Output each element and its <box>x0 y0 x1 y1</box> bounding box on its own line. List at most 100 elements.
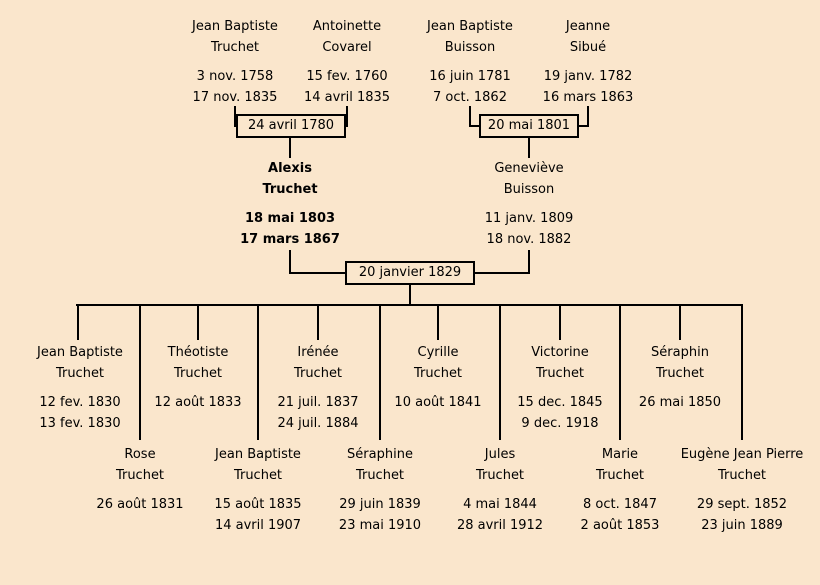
person-death-date: 28 avril 1912 <box>456 518 544 533</box>
person-surname: Sibué <box>569 40 607 55</box>
person-surname: Truchet <box>717 468 767 483</box>
sibling-rail <box>76 304 743 306</box>
child-drop-line <box>741 304 743 440</box>
person-given-name: Cyrille <box>417 345 459 360</box>
person-death-date: 23 mai 1910 <box>338 518 422 533</box>
person-birth-date: 29 juin 1839 <box>339 497 421 512</box>
person-rose-truchet[interactable]: Rose Truchet 26 août 1831 <box>65 444 215 515</box>
marriage-connector-line <box>587 106 589 127</box>
person-given-name: Jean Baptiste <box>427 19 513 34</box>
person-irenee-truchet[interactable]: Irénée Truchet 21 juil. 1837 24 juil. 18… <box>243 342 393 434</box>
person-given-name: Marie <box>601 447 639 462</box>
person-death-date: 7 oct. 1862 <box>433 90 507 105</box>
child-drop-line <box>559 304 561 340</box>
person-birth-date: 11 janv. 1809 <box>484 211 574 226</box>
person-birth-date: 12 fev. 1830 <box>39 395 121 410</box>
person-surname: Truchet <box>210 40 260 55</box>
person-surname: Truchet <box>262 182 318 197</box>
person-surname: Truchet <box>55 366 105 381</box>
person-seraphine-truchet[interactable]: Séraphine Truchet 29 juin 1839 23 mai 19… <box>305 444 455 536</box>
person-eugene-jean-pierre-truchet[interactable]: Eugène Jean Pierre Truchet 29 sept. 1852… <box>662 444 820 536</box>
person-birth-date: 4 mai 1844 <box>463 497 537 512</box>
marriage-connector-line <box>234 106 236 127</box>
person-surname: Covarel <box>322 40 372 55</box>
person-given-name: Eugène Jean Pierre <box>680 447 804 462</box>
person-given-name: Jean Baptiste <box>192 19 278 34</box>
person-surname: Truchet <box>535 366 585 381</box>
person-jean-baptiste-truchet-1830[interactable]: Jean Baptiste Truchet 12 fev. 1830 13 fe… <box>5 342 155 434</box>
child-drop-line <box>197 304 199 340</box>
marriage-connector-line <box>528 250 530 274</box>
person-given-name: Rose <box>124 447 156 462</box>
person-surname: Truchet <box>655 366 705 381</box>
person-surname: Truchet <box>475 468 525 483</box>
marriage-date-box[interactable]: 20 janvier 1829 <box>345 261 475 285</box>
person-seraphin-truchet[interactable]: Séraphin Truchet 26 mai 1850 <box>605 342 755 413</box>
marriage-date-box[interactable]: 20 mai 1801 <box>479 114 579 138</box>
child-drop-line <box>499 304 501 440</box>
child-drop-line <box>77 304 79 340</box>
person-birth-date: 26 août 1831 <box>96 497 184 512</box>
person-birth-date: 10 août 1841 <box>394 395 482 410</box>
person-surname: Truchet <box>413 366 463 381</box>
person-surname: Truchet <box>233 468 283 483</box>
person-death-date: 9 dec. 1918 <box>521 416 599 431</box>
person-surname: Buisson <box>444 40 496 55</box>
person-birth-date: 12 août 1833 <box>154 395 242 410</box>
descent-line <box>528 138 530 158</box>
person-genevieve-buisson[interactable]: Geneviève Buisson 11 janv. 1809 18 nov. … <box>454 158 604 250</box>
person-birth-date: 15 fev. 1760 <box>306 69 388 84</box>
person-death-date: 23 juin 1889 <box>701 518 783 533</box>
marriage-date: 20 janvier 1829 <box>358 265 462 280</box>
person-jeanne-sibue[interactable]: Jeanne Sibué 19 janv. 1782 16 mars 1863 <box>513 16 663 108</box>
person-marie-truchet[interactable]: Marie Truchet 8 oct. 1847 2 août 1853 <box>545 444 695 536</box>
person-given-name: Alexis <box>268 161 312 176</box>
person-victorine-truchet[interactable]: Victorine Truchet 15 dec. 1845 9 dec. 19… <box>485 342 635 434</box>
person-birth-date: 15 août 1835 <box>214 497 302 512</box>
person-death-date: 17 mars 1867 <box>240 232 340 247</box>
person-birth-date: 8 oct. 1847 <box>583 497 657 512</box>
descent-line <box>289 138 291 158</box>
person-surname: Truchet <box>115 468 165 483</box>
person-jean-baptiste-truchet-1835[interactable]: Jean Baptiste Truchet 15 août 1835 14 av… <box>183 444 333 536</box>
person-cyrille-truchet[interactable]: Cyrille Truchet 10 août 1841 <box>363 342 513 413</box>
marriage-date-box[interactable]: 24 avril 1780 <box>236 114 346 138</box>
person-given-name: Jeanne <box>565 19 611 34</box>
person-birth-date: 26 mai 1850 <box>638 395 722 410</box>
person-alexis-truchet[interactable]: Alexis Truchet 18 mai 1803 17 mars 1867 <box>215 158 365 250</box>
person-birth-date: 21 juil. 1837 <box>277 395 359 410</box>
person-surname: Truchet <box>173 366 223 381</box>
person-birth-date: 18 mai 1803 <box>244 211 336 226</box>
person-given-name: Irénée <box>297 345 339 360</box>
child-drop-line <box>257 304 259 440</box>
person-theotiste-truchet[interactable]: Théotiste Truchet 12 août 1833 <box>123 342 273 413</box>
person-death-date: 24 juil. 1884 <box>277 416 359 431</box>
marriage-connector-line <box>346 106 348 127</box>
person-birth-date: 16 juin 1781 <box>429 69 511 84</box>
person-given-name: Geneviève <box>494 161 564 176</box>
child-drop-line <box>139 304 141 440</box>
person-surname: Truchet <box>293 366 343 381</box>
person-death-date: 13 fev. 1830 <box>39 416 121 431</box>
marriage-date: 24 avril 1780 <box>247 118 335 133</box>
person-death-date: 16 mars 1863 <box>542 90 634 105</box>
person-jules-truchet[interactable]: Jules Truchet 4 mai 1844 28 avril 1912 <box>425 444 575 536</box>
person-birth-date: 19 janv. 1782 <box>543 69 633 84</box>
person-given-name: Théotiste <box>167 345 229 360</box>
person-death-date: 17 nov. 1835 <box>192 90 278 105</box>
person-surname: Truchet <box>355 468 405 483</box>
descent-line <box>409 285 411 306</box>
child-drop-line <box>619 304 621 440</box>
person-given-name: Séraphin <box>651 345 709 360</box>
person-antoinette-covarel[interactable]: Antoinette Covarel 15 fev. 1760 14 avril… <box>272 16 422 108</box>
person-given-name: Jules <box>484 447 516 462</box>
person-jean-baptiste-buisson[interactable]: Jean Baptiste Buisson 16 juin 1781 7 oct… <box>395 16 545 108</box>
person-death-date: 2 août 1853 <box>580 518 660 533</box>
child-drop-line <box>437 304 439 340</box>
person-death-date: 14 avril 1907 <box>214 518 302 533</box>
person-given-name: Antoinette <box>312 19 382 34</box>
person-jean-baptiste-truchet-1758[interactable]: Jean Baptiste Truchet 3 nov. 1758 17 nov… <box>160 16 310 108</box>
marriage-connector-line <box>289 250 291 274</box>
person-surname: Buisson <box>503 182 555 197</box>
